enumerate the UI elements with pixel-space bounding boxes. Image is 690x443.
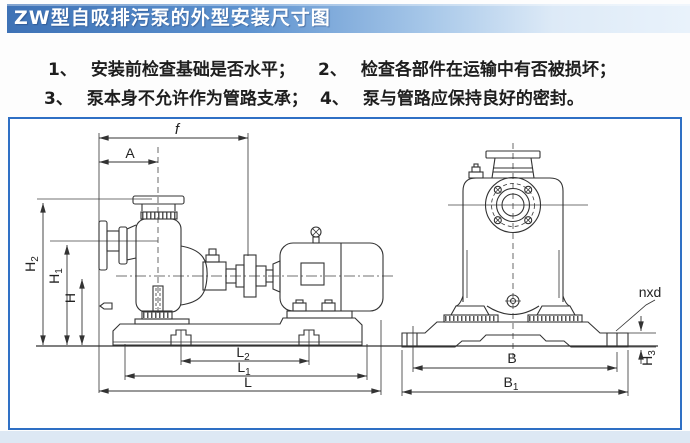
dim-label-l1: L1 [237,359,251,378]
note-number: 3、 [44,89,73,109]
nxd-leader [615,299,656,332]
motor-nameplate [300,262,325,286]
note-item-2: 2、检查各部件在运输中有否被损坏； [318,55,616,80]
suction-flange-face [484,176,542,234]
dimension-labels: f A H2 H1 H L2 L1 L B B1 nxd H3 [22,121,661,393]
volute [180,245,208,306]
page-title: ZW型自吸排污泵的外型安装尺寸图 [14,7,331,29]
flange-bolts [493,185,533,225]
dimension-lines [36,133,658,396]
anchor-bolt-slot [298,329,320,346]
vent-plug [468,171,484,179]
note-number: 1、 [48,60,77,80]
note-text: 泵与管路应保持良好的密封。 [362,89,584,109]
note-number: 4、 [320,89,349,109]
note-item-1: 1、安装前检查基础是否水平； [48,55,295,80]
bedplate [112,310,363,346]
dim-label-b1: B1 [504,374,519,393]
dim-label-l2: L2 [236,344,250,363]
anchor-bolt-slot [170,329,192,346]
drain-plug [99,302,113,310]
dim-label-a: A [125,145,135,161]
dim-label-h: H [62,293,78,303]
pump-casing [99,218,208,313]
motor-plate [286,310,353,319]
motor [272,226,384,319]
dim-label-l: L [244,374,252,390]
note-item-3: 3、泵本身不允许作为管路支承； [44,84,308,109]
title-bar: ZW型自吸排污泵的外型安装尺寸图 [7,4,690,33]
foundation-bolt-holes [406,333,618,347]
note-item-4: 4、泵与管路应保持良好的密封。 [320,84,584,109]
note-number: 2、 [318,60,347,80]
suction-flange [98,220,137,271]
end-discharge-flange [485,150,541,179]
pump-end-view [401,143,656,357]
dim-label-b: B [507,350,516,366]
dim-label-h3: H3 [639,350,658,366]
centerlines [448,143,588,357]
dim-label-h2: H2 [22,256,41,272]
dim-label-f: f [175,121,181,138]
discharge-flange [132,195,185,220]
dim-label-h1: H1 [46,268,65,284]
end-base [401,321,656,348]
bottom-strip [0,431,690,443]
note-text: 泵本身不允许作为管路支承； [86,89,308,109]
bearing-coupling [202,248,274,298]
note-text: 检查各部件在运输中有否被损坏； [360,60,616,80]
dim-label-nxd: nxd [639,284,662,300]
note-text: 安装前检查基础是否水平； [90,60,295,80]
centerlines [37,147,396,316]
pump-side-view [37,147,396,346]
